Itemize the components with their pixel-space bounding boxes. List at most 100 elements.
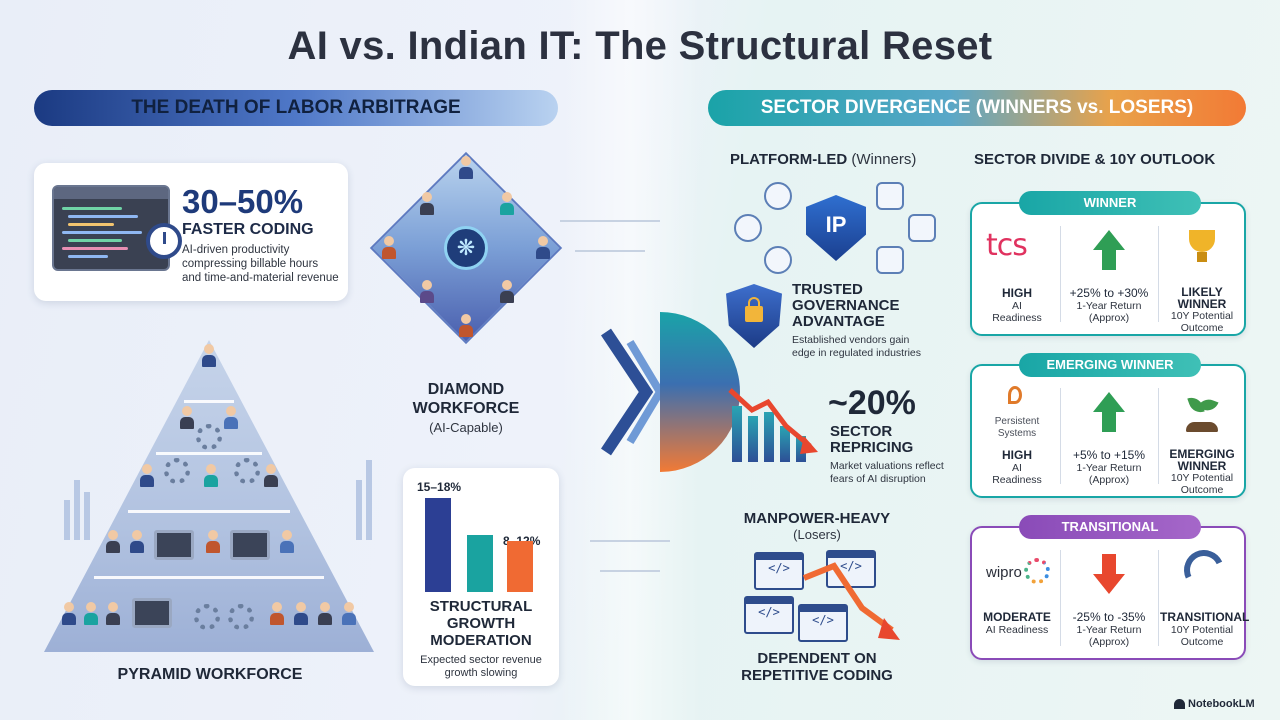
network-icon <box>734 214 762 242</box>
repricing-desc: Market valuations reflect fears of AI di… <box>830 460 944 485</box>
ip-hub-icon: IP <box>806 195 866 261</box>
person-icon <box>500 280 514 303</box>
outlook-heading: SECTOR DIVIDE & 10Y OUTLOOK <box>974 151 1216 168</box>
gear-icon <box>194 604 220 630</box>
circuit-line <box>560 220 660 222</box>
outlook-card-transitional: TRANSITIONAL wipro MODERATE AI Readiness… <box>970 515 1249 660</box>
code-tile: </> <box>826 550 876 588</box>
circuit-line <box>590 540 670 542</box>
person-icon <box>459 156 473 179</box>
person-icon <box>130 530 144 553</box>
brain-icon: ❋ <box>444 226 488 270</box>
person-icon <box>84 602 98 625</box>
manpower-footer: DEPENDENT ON REPETITIVE CODING <box>741 650 893 684</box>
readiness-col: tcs HIGH AI Readiness <box>986 228 1042 324</box>
person-icon <box>106 530 120 553</box>
person-icon <box>264 464 278 487</box>
return-col: +25% to +30% 1-Year Return (Approx) <box>1062 220 1156 328</box>
code-tile: </> <box>798 604 848 642</box>
decor-bar <box>84 492 90 540</box>
wipro-logo: wipro <box>986 564 1022 581</box>
code-tile: </> <box>754 552 804 590</box>
person-icon <box>224 406 238 429</box>
diamond-workforce-graphic: ❋ <box>368 150 564 350</box>
chevron-arrows-icon <box>601 328 665 456</box>
growth-bar-3 <box>507 541 533 592</box>
stopwatch-icon <box>146 223 182 259</box>
person-icon <box>270 602 284 625</box>
brand-label: NotebookLM <box>1188 698 1255 710</box>
gear-icon <box>196 424 222 450</box>
winding-road-icon <box>1178 544 1230 596</box>
growth-moderation-card: 15–18% 8–12% STRUCTURAL GROWTH MODERATIO… <box>403 468 559 686</box>
person-icon <box>106 602 120 625</box>
decor-bar <box>366 460 372 540</box>
persistent-logo-mark <box>1008 386 1022 404</box>
gear-icon <box>764 246 792 274</box>
wipro-logo-mark <box>1024 558 1050 584</box>
chart-icon <box>876 182 904 210</box>
outlook-card-emerging-winner: EMERGING WINNER Persistent Systems HIGH … <box>970 353 1246 498</box>
page-title: AI vs. Indian IT: The Structural Reset <box>287 24 993 68</box>
person-icon <box>318 602 332 625</box>
person-icon <box>206 530 220 553</box>
person-icon <box>140 464 154 487</box>
gear-icon <box>228 604 254 630</box>
person-icon <box>202 344 216 367</box>
circuit-line <box>600 570 660 572</box>
person-icon <box>500 192 514 215</box>
cube-icon <box>764 182 792 210</box>
person-icon <box>280 530 294 553</box>
outlook-tag: WINNER <box>1019 191 1201 215</box>
growth-bar-2 <box>467 535 493 592</box>
person-icon <box>459 314 473 337</box>
person-icon <box>536 236 550 259</box>
monitor-icon <box>132 598 172 628</box>
code-tiles-icon: </> </> </> </> <box>742 548 902 644</box>
notebooklm-icon <box>1174 699 1185 709</box>
coding-label: FASTER CODING <box>182 221 314 238</box>
outlook-card-winner: WINNER tcs HIGH AI Readiness +25% to +30… <box>970 191 1246 336</box>
repricing-stat: ~20% <box>828 384 916 422</box>
readiness-col: wipro MODERATE AI Readiness <box>976 544 1058 652</box>
tcs-logo: tcs <box>986 228 1028 263</box>
decor-bar <box>356 480 362 540</box>
outlook-tag: EMERGING WINNER <box>1019 353 1201 377</box>
governance-desc: Established vendors gain edge in regulat… <box>792 334 922 359</box>
coding-desc-1: AI-driven productivity <box>182 244 290 256</box>
gear-icon <box>234 458 260 484</box>
growth-bar-1 <box>425 498 451 592</box>
person-icon <box>204 464 218 487</box>
dashboard-icon <box>876 246 904 274</box>
person-icon <box>420 280 434 303</box>
outcome-col: EMERGING WINNER 10Y Potential Outcome <box>1160 382 1244 496</box>
persistent-logo: Persistent Systems <box>994 416 1040 439</box>
person-icon <box>420 192 434 215</box>
left-section-banner: THE DEATH OF LABOR ARBITRAGE <box>34 90 558 126</box>
diamond-label: DIAMOND WORKFORCE (AI-Capable) <box>412 381 520 435</box>
growth-title: STRUCTURAL GROWTH MODERATION <box>429 598 533 649</box>
pyramid-workforce-graphic <box>44 340 374 652</box>
manpower-heading: MANPOWER-HEAVY (Losers) <box>743 510 891 542</box>
outlook-tag: TRANSITIONAL <box>1019 515 1201 539</box>
trophy-icon <box>1189 230 1215 262</box>
person-icon <box>62 602 76 625</box>
coding-stat: 30–50% <box>182 183 304 220</box>
bar-label-high: 15–18% <box>417 480 462 494</box>
platform-heading: PLATFORM-LED (Winners) <box>730 151 917 168</box>
document-icon <box>908 214 936 242</box>
return-col: -25% to -35% 1-Year Return (Approx) <box>1062 544 1156 652</box>
person-icon <box>294 602 308 625</box>
outcome-col: TRANSITIONAL 10Y Potential Outcome <box>1160 544 1249 652</box>
circuit-line <box>575 250 645 252</box>
arrow-down-icon <box>1093 574 1125 594</box>
return-col: +5% to +15% 1-Year Return (Approx) <box>1062 382 1156 490</box>
repricing-title: SECTOR REPRICING <box>830 423 914 456</box>
coding-desc-3: and time-and-material revenue <box>182 272 339 284</box>
person-icon <box>180 406 194 429</box>
lock-icon <box>745 297 763 322</box>
person-icon <box>382 236 396 259</box>
monitor-icon <box>230 530 270 560</box>
outcome-col: LIKELY WINNER 10Y Potential Outcome <box>1160 220 1244 334</box>
monitor-icon <box>154 530 194 560</box>
